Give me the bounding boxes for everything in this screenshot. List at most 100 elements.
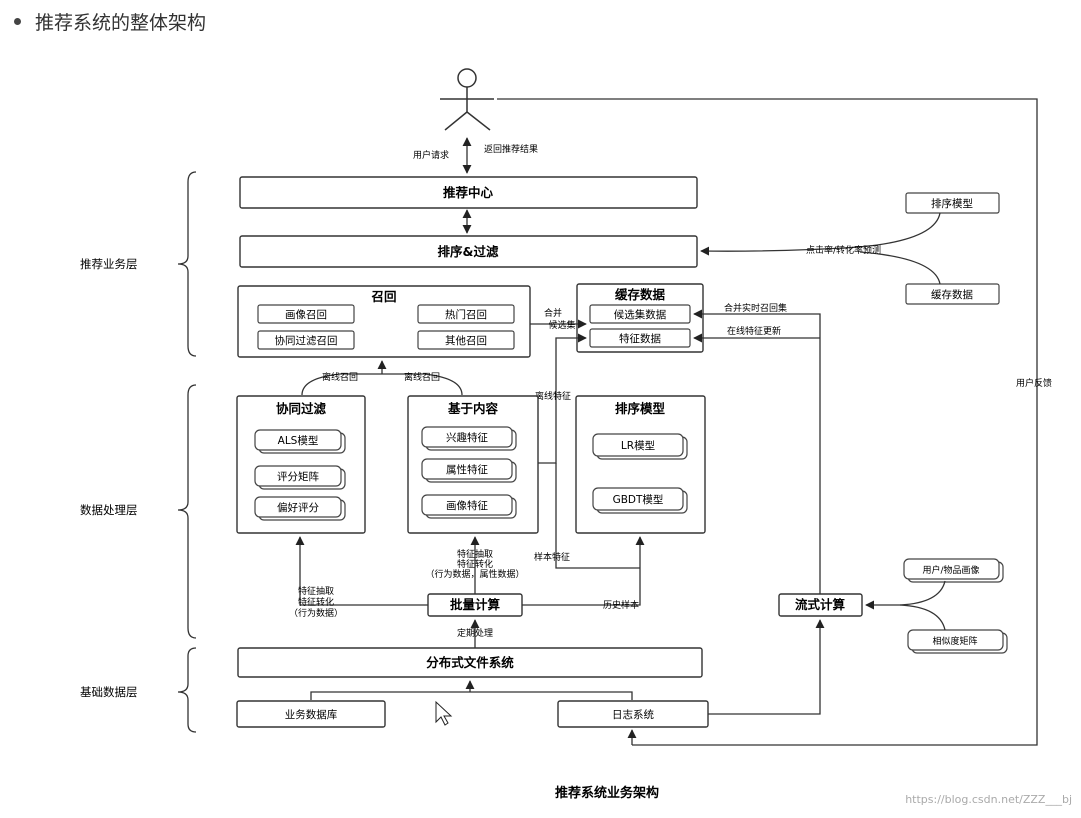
edge-label-extract-cf-3: （行为数据）	[289, 607, 343, 619]
node-biz-db-label: 业务数据库	[285, 708, 338, 721]
node-interest-feat-label: 兴趣特征	[446, 431, 488, 444]
node-similarity-matrix	[907, 629, 1008, 654]
node-stream-label: 流式计算	[795, 597, 846, 612]
node-gbdt	[592, 487, 688, 514]
node-candidate-data	[589, 304, 691, 324]
node-user-item-portrait-label: 用户/物品画像	[922, 564, 979, 576]
node-cf-recall	[257, 330, 355, 350]
node-log-sys	[557, 700, 709, 728]
edge-batch-cf	[295, 536, 428, 606]
node-pref-score	[254, 496, 346, 521]
edge-label-extract-cf-2: 特征转化	[298, 596, 334, 608]
node-side-cache	[905, 283, 1000, 305]
node-lr	[592, 433, 688, 460]
edge-portrait-stream	[865, 580, 946, 610]
node-batch-label: 批量计算	[450, 597, 501, 612]
heading-text: 推荐系统的整体架构	[35, 12, 207, 34]
node-recall-label: 召回	[371, 289, 396, 304]
node-feature-data	[589, 328, 691, 348]
edge-label-offline-feature: 离线特征	[535, 390, 571, 402]
edge-sample-feature	[555, 463, 640, 569]
node-rec-center	[239, 176, 698, 209]
mouse-cursor-icon	[435, 700, 453, 726]
edge-label-offline-recall-2: 离线召回	[404, 371, 440, 383]
node-biz-db	[236, 700, 386, 728]
edge-label-extract-content-1: 特征抽取	[457, 548, 493, 560]
node-cache-label: 缓存数据	[615, 287, 666, 302]
node-candidate-data-label: 候选集数据	[614, 308, 667, 321]
node-als	[254, 429, 346, 454]
node-portrait-recall-label: 画像召回	[285, 309, 327, 321]
edge-sources-dfs	[310, 691, 633, 700]
diagram-caption: 推荐系统业务架构	[555, 785, 659, 801]
edge-label-merge-2: 候选集	[548, 319, 575, 331]
edge-label-history-samples: 历史样本	[603, 599, 639, 611]
node-cf-recall-label: 协同过滤召回	[275, 334, 338, 347]
layer-label-base: 基础数据层	[80, 685, 138, 699]
edge-label-online-feature: 在线特征更新	[727, 325, 781, 337]
node-attr-feat	[421, 458, 517, 483]
node-rank-model-label: 排序模型	[615, 401, 666, 416]
node-rating-matrix-label: 评分矩阵	[277, 470, 319, 483]
node-als-label: ALS模型	[278, 434, 319, 447]
layer-label-business: 推荐业务层	[80, 257, 138, 271]
node-log-sys-label: 日志系统	[612, 708, 654, 721]
bullet-icon	[14, 18, 21, 25]
node-dfs	[237, 647, 703, 678]
node-side-rank-model-label: 排序模型	[931, 197, 973, 210]
edge-batch-rank	[522, 536, 645, 606]
node-gbdt-label: GBDT模型	[613, 493, 664, 506]
user-figure-icon	[440, 68, 494, 131]
layer-brace-business	[177, 171, 197, 357]
edge-label-extract-content-2: 特征转化	[457, 558, 493, 570]
node-cf-label: 协同过滤	[276, 401, 327, 416]
edge-label-user-request: 用户请求	[413, 149, 449, 161]
node-lr-label: LR模型	[621, 439, 655, 452]
user-feedback-loop	[497, 98, 1038, 746]
node-other-recall-label: 其他召回	[445, 334, 487, 347]
node-portrait-feat-label: 画像特征	[446, 500, 488, 512]
edge-label-ctr: 点击率/转化率预测	[806, 244, 881, 256]
edge-label-periodic: 定期处理	[457, 627, 493, 639]
page-heading: 推荐系统的整体架构	[14, 8, 206, 35]
layer-brace-processing	[177, 384, 197, 639]
node-attr-feat-label: 属性特征	[446, 463, 488, 476]
node-hot-recall-label: 热门召回	[445, 308, 487, 321]
node-rank-filter	[239, 235, 698, 268]
node-portrait-recall	[257, 304, 355, 324]
node-rec-center-label: 推荐中心	[443, 185, 494, 200]
edge-label-return-result: 返回推荐结果	[484, 143, 538, 155]
node-stream	[778, 593, 863, 617]
edge-log-stream	[708, 619, 825, 715]
node-side-rank-model	[905, 192, 1000, 214]
node-dfs-label: 分布式文件系统	[426, 655, 514, 670]
edge-offline-feature	[538, 333, 587, 464]
node-rating-matrix	[254, 465, 346, 490]
edge-label-extract-content-3: （行为数据，属性数据）	[425, 568, 524, 580]
node-portrait-feat	[421, 494, 517, 519]
node-content-label: 基于内容	[447, 401, 499, 416]
edge-stream-candidates	[693, 309, 821, 594]
node-similarity-matrix-label: 相似度矩阵	[932, 635, 977, 647]
edge-ctr-from-model	[700, 212, 941, 256]
node-user-item-portrait	[903, 558, 1004, 583]
node-rank-filter-label: 排序&过滤	[438, 244, 499, 259]
edge-label-user-feedback: 用户反馈	[1016, 377, 1052, 389]
layer-label-processing: 数据处理层	[80, 503, 138, 517]
node-pref-score-label: 偏好评分	[277, 501, 319, 514]
node-feature-data-label: 特征数据	[619, 332, 661, 345]
edge-label-offline-recall-1: 离线召回	[322, 371, 358, 383]
node-hot-recall	[417, 304, 515, 324]
watermark: https://blog.csdn.net/ZZZ___bj	[905, 793, 1072, 806]
edge-ctr-from-cache	[859, 251, 941, 285]
layer-brace-base	[177, 647, 197, 733]
node-side-cache-label: 缓存数据	[931, 288, 973, 301]
edge-label-merge-realtime: 合并实时召回集	[724, 302, 787, 314]
node-interest-feat	[421, 426, 517, 451]
edge-similarity-stream	[899, 604, 946, 631]
edge-label-sample-feature: 样本特征	[534, 551, 570, 563]
edge-cf-offline-recall	[301, 373, 382, 396]
node-other-recall	[417, 330, 515, 350]
edge-label-extract-cf-1: 特征抽取	[298, 585, 334, 597]
